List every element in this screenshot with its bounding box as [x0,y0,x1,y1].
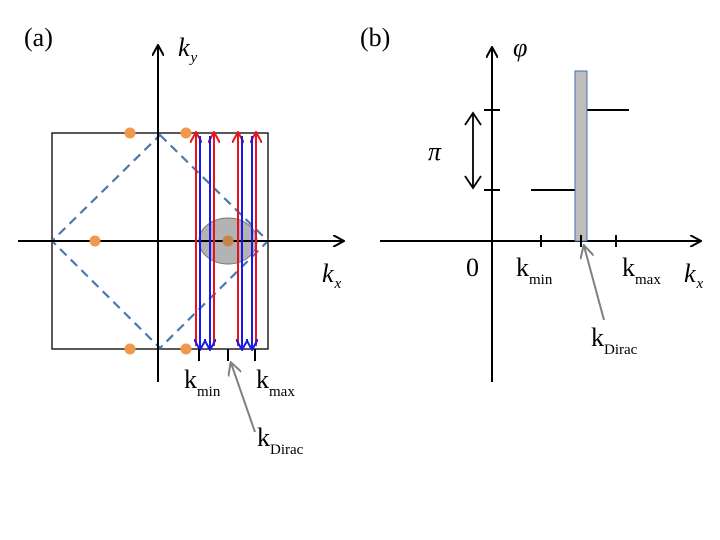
dot-mid-right [222,235,234,247]
panel-a-tag: (a) [24,23,53,52]
kdirac-pointer-a [231,363,256,433]
pi-label: π [428,137,442,166]
dirac-bar [574,70,588,242]
panel-b-tag: (b) [360,23,390,52]
blue-down-arrows [200,136,252,349]
panel-b: (b) φ π 0 kmin kmax kx [360,23,704,382]
kmin-label-a: kmin [184,365,221,400]
dot-bottom-left [124,343,136,355]
dirac-points [89,127,234,355]
kx-label-b: kx [684,259,704,292]
kx-label-a: kx [322,259,342,292]
dot-bottom-right [180,343,192,355]
kmax-label-b: kmax [622,253,661,288]
phi-label: φ [513,33,527,62]
dot-top-right [180,127,192,139]
dot-mid-left [89,235,101,247]
kmin-label-b: kmin [516,253,553,288]
origin-label: 0 [466,253,479,282]
pi-arrow-down [464,175,482,190]
kdirac-label-b: kDirac [591,323,638,358]
panel-a: (a) [18,23,343,458]
red-up-arrows [196,133,256,346]
pi-arrow-up [464,111,482,126]
dot-top-left [124,127,136,139]
ky-label: ky [178,33,198,66]
dashed-diamond [50,133,270,350]
kdirac-label-a: kDirac [257,423,304,458]
kdirac-pointer-b [584,246,605,321]
kmax-label-a: kmax [256,365,295,400]
